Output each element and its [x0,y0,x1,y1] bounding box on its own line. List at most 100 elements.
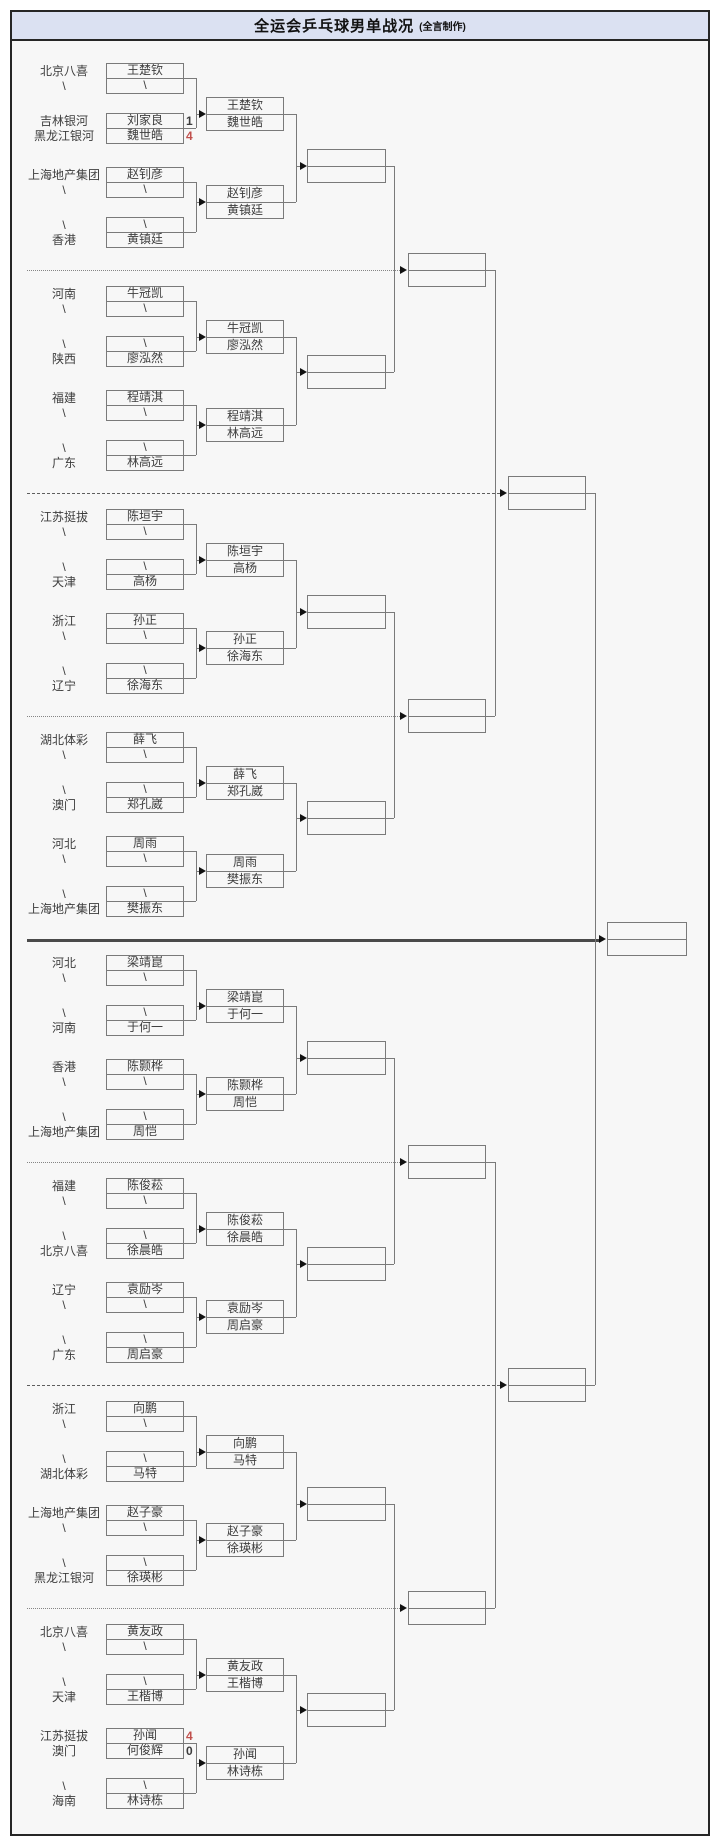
team-label: 河南 [51,287,76,301]
round4-box-player-top [408,699,486,716]
title-note: (全言制作) [419,22,466,33]
team-label: 黑龙江银河 [33,129,94,143]
connector-line [184,1416,196,1417]
connector-line [184,405,196,406]
separator-line [27,1385,500,1386]
advance-arrow [400,1158,407,1166]
team-label: 辽宁 [51,1283,76,1297]
team-label: 江苏挺拔 [39,1729,88,1743]
advance-arrow [199,1002,206,1010]
round4-box-player-bottom [408,1608,486,1624]
round3-box-player-bottom [307,818,386,834]
advance-arrow [199,333,206,341]
advance-arrow [199,1090,206,1098]
separator-line [27,270,400,271]
team-label: 天津 [51,575,76,589]
connector-line [196,1297,197,1347]
player-name: 程靖淇 [126,390,163,404]
round3-box-player-top [307,149,386,166]
connector-line [196,1763,199,1764]
round3-box-divider [308,612,385,613]
player-name: \ [143,628,147,642]
team-label: 河北 [51,956,76,970]
team-label: 上海地产集团 [27,902,100,916]
player-name: 王楚钦 [126,63,163,77]
connector-line [184,1124,196,1125]
advance-arrow [199,1225,206,1233]
player-box [106,747,184,763]
team-label: 河南 [51,1021,76,1035]
round2-box-player-top: 黄友政 [226,1659,263,1673]
separator-line [27,1608,400,1609]
connector-line [184,1347,196,1348]
round2-box-player-top: 赵钊彦 [226,186,263,200]
connector-line [296,114,297,202]
connector-line [184,1020,196,1021]
connector-line [184,455,196,456]
player-name: \ [143,524,147,538]
advance-arrow [500,1381,507,1389]
player-box [106,1743,184,1759]
player-box [106,1466,184,1482]
team-label: \ [62,748,66,762]
player-box [106,628,184,644]
connector-line [586,1385,595,1386]
connector-line [386,1264,394,1265]
team-label: 吉林银河 [39,114,88,128]
team-label: \ [62,337,66,351]
team-label: \ [62,783,66,797]
team-label: \ [62,218,66,232]
team-label: \ [62,406,66,420]
connector-line [296,1058,300,1059]
team-label: 北京八喜 [39,1244,88,1258]
score-label: 4 [186,1729,193,1743]
player-name: 何俊辉 [126,1743,163,1757]
connector-line [184,1793,196,1794]
advance-arrow [199,1671,206,1679]
player-name: \ [143,336,147,350]
advance-arrow [300,1706,307,1714]
round2-box-player-bottom: 魏世皓 [226,115,263,129]
connector-line [184,851,196,852]
advance-arrow [300,368,307,376]
team-label: \ [62,1075,66,1089]
connector-line [184,1466,196,1467]
round2-box-player-bottom: 高杨 [232,561,257,575]
round3-box-player-top [307,355,386,372]
team-label: \ [62,629,66,643]
round3-box-player-bottom [307,1058,386,1074]
player-name: 徐瑛彬 [126,1570,163,1584]
team-label: \ [62,887,66,901]
player-name: 袁励岑 [126,1282,163,1296]
connector-line [284,1452,296,1453]
connector-line [196,182,197,232]
advance-arrow [400,1604,407,1612]
connector-line [184,232,196,233]
team-label: \ [62,1779,66,1793]
connector-line [386,372,394,373]
connector-line [394,1058,395,1264]
round2-box-player-top: 周雨 [232,855,257,869]
round2-box-divider [207,1675,283,1676]
player-box [106,524,184,540]
team-label: \ [62,971,66,985]
connector-line [196,871,199,872]
connector-line [284,1763,296,1764]
connector-line [284,648,296,649]
team-label: 广东 [51,1348,76,1362]
advance-arrow [199,556,206,564]
connector-line [284,1540,296,1541]
player-box [106,901,184,917]
connector-line [296,1710,300,1711]
round3-box-divider [308,1710,385,1711]
player-name: \ [143,1639,147,1653]
advance-arrow [300,814,307,822]
team-label: 湖北体彩 [39,733,88,747]
player-box [106,1347,184,1363]
player-name: 赵子豪 [126,1505,163,1519]
connector-line [486,1608,495,1609]
advance-arrow [300,608,307,616]
connector-line [486,716,495,717]
player-name: \ [143,1074,147,1088]
connector-line [296,166,300,167]
